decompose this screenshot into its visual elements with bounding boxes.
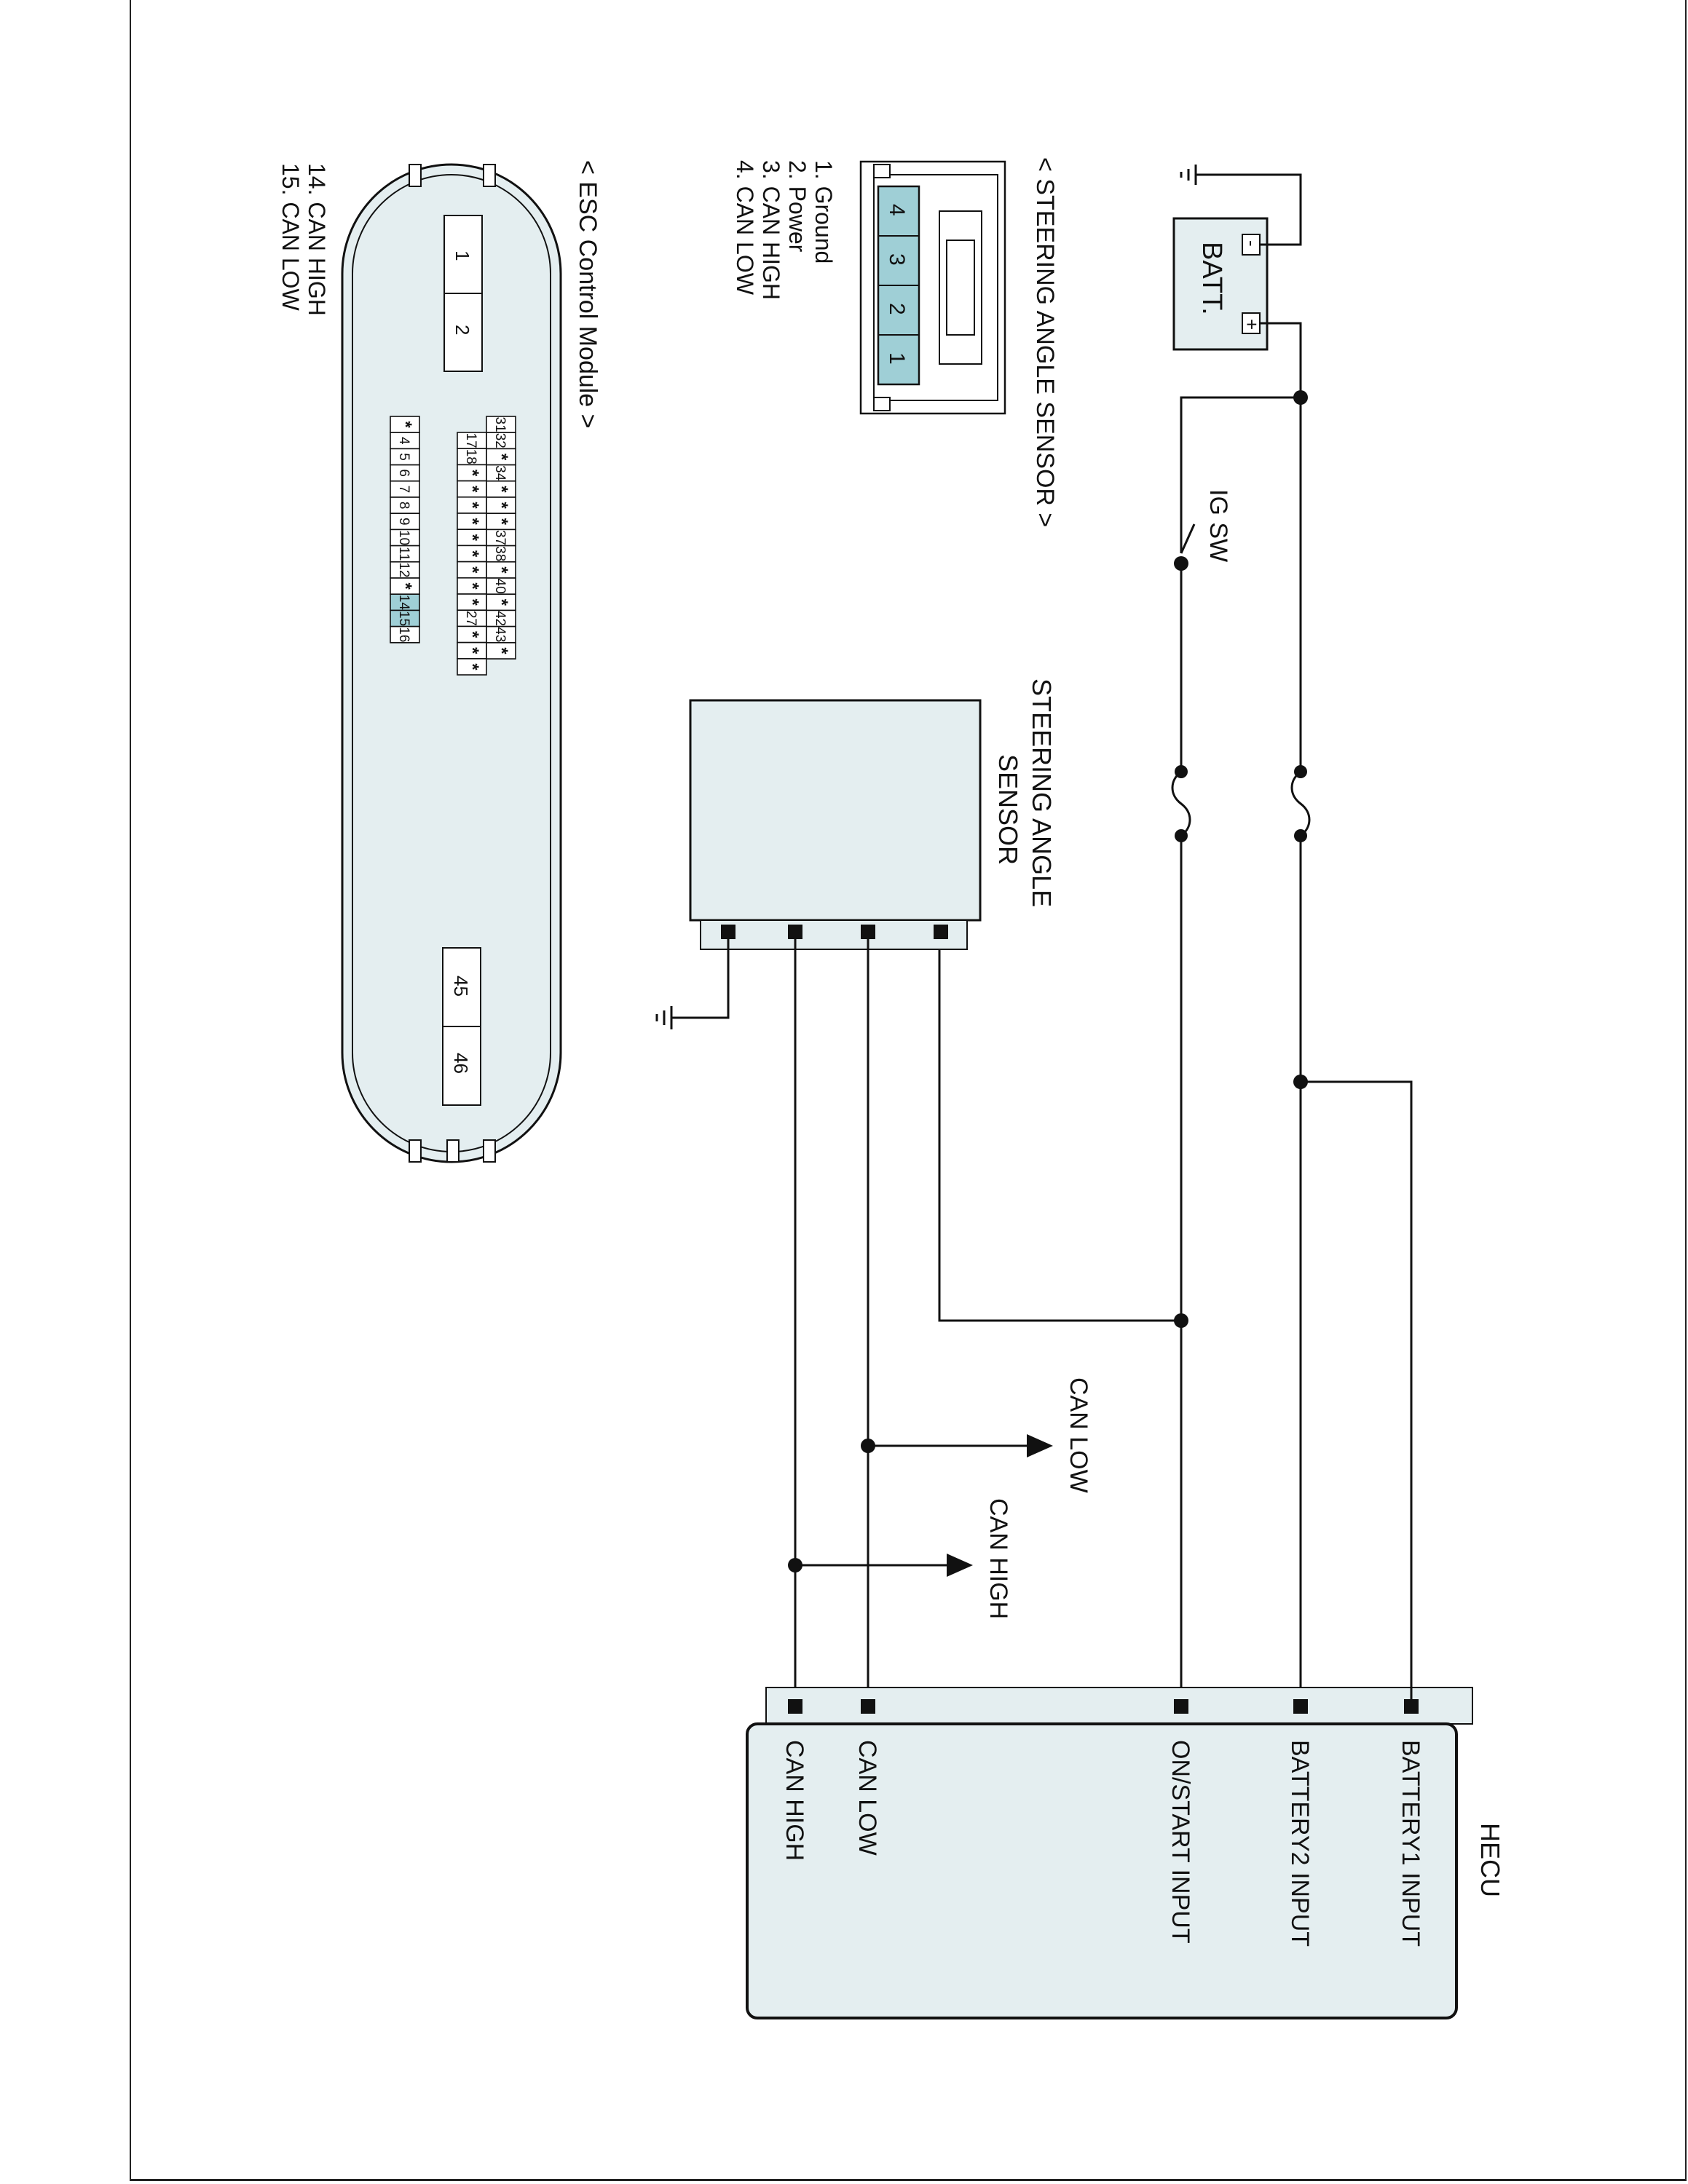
esc-pin-label: 10	[396, 530, 411, 545]
esc-pin-label: *	[462, 486, 482, 493]
steering-angle-sensor-box	[689, 699, 982, 950]
esc-pin-label: 12	[396, 562, 411, 577]
fuse-battery-icon	[1290, 770, 1311, 837]
sas-connector: 4 3 2 1	[859, 160, 1006, 415]
esc-pin-label: 31	[492, 417, 508, 432]
battery-plus: +	[1241, 319, 1263, 330]
can-low-arrow-label: CAN LOW	[1065, 1377, 1092, 1493]
esc-pin-label: *	[492, 647, 511, 654]
esc-pin-label: 15	[396, 611, 411, 626]
esc-pin-label: 7	[396, 486, 411, 494]
page-frame	[130, 0, 1687, 2181]
esc-pin-label: *	[395, 421, 415, 428]
esc-pin-label: *	[462, 663, 482, 670]
esc-pin-label: 43	[492, 627, 508, 642]
esc-pin-label: 38	[492, 546, 508, 561]
esc-pin-label: *	[492, 454, 511, 461]
esc-pin-46: 46	[450, 1053, 472, 1074]
esc-pin-label: *	[462, 470, 482, 477]
power-wiring	[938, 322, 1413, 1706]
sas-legend-1: 1. Ground	[811, 160, 837, 264]
esc-pin-label: 42	[492, 611, 508, 626]
esc-pin-label: 5	[396, 453, 411, 461]
sas-legend-2: 2. Power	[784, 160, 811, 253]
esc-pin-label: 14	[396, 595, 411, 611]
sas-pin-3: 3	[885, 253, 909, 266]
esc-pin-label: 17	[463, 433, 478, 448]
battery-label: BATT.	[1196, 242, 1227, 315]
sensor-box-label-1: STEERING ANGLE	[1027, 678, 1057, 907]
ig-switch-label: IG SW	[1204, 489, 1232, 562]
battery: - + BATT.	[1172, 217, 1269, 351]
esc-legend-15: 15. CAN LOW	[277, 163, 304, 312]
esc-pin-label: *	[492, 502, 511, 509]
esc-pin-label: 9	[396, 518, 411, 526]
sas-legend-4: 4. CAN LOW	[732, 160, 758, 296]
esc-pin-label: *	[462, 566, 482, 574]
sas-connector-title: < STEERING ANGLE SENSOR >	[1031, 157, 1059, 527]
sensor-box-label-2: SENSOR	[993, 754, 1023, 865]
esc-pin-cell	[457, 657, 487, 676]
esc-pin-label: 27	[463, 611, 478, 626]
sas-pin-2: 2	[885, 303, 909, 315]
esc-connector-title: < ESC Control Module >	[574, 160, 602, 429]
sas-pin-4: 4	[885, 204, 909, 216]
esc-pin-label: *	[492, 518, 511, 526]
sas-pin-1: 1	[885, 352, 909, 365]
can-wiring	[788, 932, 1053, 1706]
hecu-pin-battery2: BATTERY2 INPUT	[1286, 1740, 1314, 1947]
esc-pin-label: 34	[492, 465, 508, 481]
esc-pin-label: *	[462, 550, 482, 558]
fuse-ig-icon	[1171, 770, 1191, 837]
esc-pin-label: 8	[396, 502, 411, 510]
sas-legend-3: 3. CAN HIGH	[758, 160, 784, 300]
esc-pin-label: *	[462, 518, 482, 525]
esc-pin-label: *	[492, 486, 511, 493]
can-low-arrow-icon	[1027, 1434, 1053, 1457]
hecu-pin-on-start: ON/START INPUT	[1167, 1740, 1194, 1944]
esc-pin-label: 18	[463, 449, 478, 464]
esc-legend-14: 14. CAN HIGH	[304, 163, 330, 316]
hecu-module	[746, 1082, 1473, 2019]
battery-minus: -	[1241, 240, 1263, 247]
hecu-title: HECU	[1475, 1823, 1505, 1897]
hecu-pin-can-high: CAN HIGH	[781, 1740, 808, 1861]
esc-pin-label: *	[395, 582, 415, 590]
esc-pin-label: *	[462, 647, 482, 654]
esc-pin-label: *	[462, 598, 482, 606]
esc-connector: 1 2 45 46 3132*34***3738*40*4243*1718***…	[341, 163, 562, 1163]
esc-pin-label: 40	[492, 579, 508, 594]
can-high-arrow-label: CAN HIGH	[985, 1498, 1012, 1619]
esc-pin-1: 1	[451, 250, 473, 261]
esc-pin-45: 45	[450, 976, 472, 997]
esc-pin-label: 6	[396, 469, 411, 477]
esc-pin-label: *	[492, 599, 511, 606]
esc-pin-label: *	[492, 566, 511, 574]
esc-pin-label: *	[462, 582, 482, 590]
esc-pin-2: 2	[451, 325, 473, 335]
esc-pin-label: *	[462, 631, 482, 638]
esc-pin-label: *	[462, 534, 482, 542]
can-high-arrow-icon	[947, 1554, 973, 1577]
esc-pin-cell	[390, 625, 420, 644]
esc-pin-label: 32	[492, 433, 508, 448]
hecu-pin-can-low: CAN LOW	[853, 1740, 881, 1856]
sensor-ground-icon	[655, 939, 730, 1029]
esc-pin-label: *	[462, 502, 482, 509]
esc-pin-label: 37	[492, 530, 508, 545]
battery-ground-icon	[1180, 165, 1302, 246]
esc-pin-label: 11	[396, 547, 411, 561]
esc-pin-label: 16	[396, 627, 411, 642]
hecu-pin-battery1: BATTERY1 INPUT	[1397, 1740, 1424, 1947]
esc-pin-label: 4	[396, 437, 411, 445]
